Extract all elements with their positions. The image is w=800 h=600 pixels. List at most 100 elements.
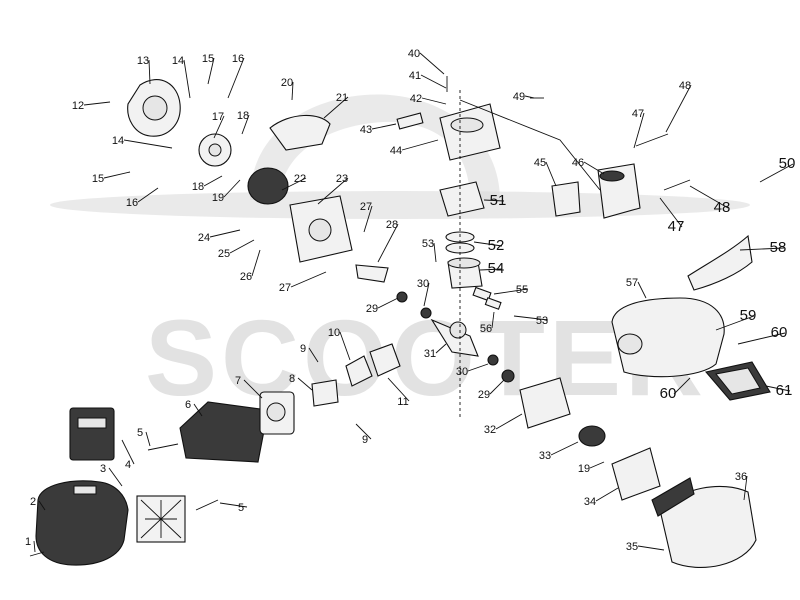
leader-line-20 <box>291 81 294 101</box>
callout-18: 18 <box>192 181 204 193</box>
leader-line-53 <box>513 315 549 321</box>
callout-58: 58 <box>770 239 787 256</box>
crankcase-right <box>519 377 571 429</box>
cylinder-gasket <box>439 181 485 217</box>
air-filter-cover <box>35 480 129 566</box>
leader-line-27 <box>363 205 373 233</box>
callout-35: 35 <box>626 541 638 553</box>
callout-31: 31 <box>424 348 436 360</box>
leader-line-40 <box>419 52 445 75</box>
callout-5: 5 <box>238 502 244 514</box>
leader-line-44 <box>401 139 439 151</box>
callout-41: 41 <box>409 70 421 82</box>
leader-line-5 <box>219 502 248 508</box>
bracket-58 <box>687 234 753 291</box>
leader-line-3 <box>108 467 123 487</box>
callout-13: 13 <box>137 55 149 67</box>
callout-32: 32 <box>484 424 496 436</box>
callout-20: 20 <box>281 77 293 89</box>
bearing-30a <box>420 307 432 319</box>
leader-line-48 <box>665 84 692 133</box>
leader-line-27 <box>290 271 327 288</box>
callout-3: 3 <box>100 463 106 475</box>
callout-5: 5 <box>137 427 143 439</box>
foam-filter <box>69 407 115 461</box>
leader-line-8 <box>297 377 313 391</box>
callout-15: 15 <box>202 53 214 65</box>
callout-36: 36 <box>735 471 747 483</box>
callout-1: 1 <box>25 536 31 548</box>
callout-46: 46 <box>572 157 584 169</box>
ignition-coil <box>269 114 331 151</box>
leader-line-52 <box>473 241 503 247</box>
callout-18: 18 <box>237 110 249 122</box>
leader-line-5 <box>145 431 151 447</box>
leader-line-41 <box>420 74 447 89</box>
piston-pin <box>472 286 492 302</box>
gasket-34 <box>611 447 661 501</box>
callout-24: 24 <box>198 232 210 244</box>
leader-line-54 <box>479 268 503 271</box>
callout-50: 50 <box>779 155 796 172</box>
leader-line-29 <box>377 297 399 309</box>
leader-line-9 <box>308 347 319 363</box>
leader-line-12 <box>83 101 111 106</box>
callout-59: 59 <box>740 307 757 324</box>
leader-line-48 <box>689 185 729 209</box>
leader-line-29 <box>489 379 505 395</box>
leader-line-60 <box>737 332 786 345</box>
leader-line-28 <box>377 223 399 263</box>
leader-line-46 <box>583 161 605 175</box>
callout-30: 30 <box>417 278 429 290</box>
leader-line-34 <box>595 487 619 502</box>
callout-34: 34 <box>584 496 596 508</box>
parts <box>29 76 771 568</box>
leader-line-42 <box>421 97 447 105</box>
callout-22: 22 <box>294 173 306 185</box>
callout-27: 27 <box>360 201 372 213</box>
callout-28: 28 <box>386 219 398 231</box>
callout-2: 2 <box>30 496 36 508</box>
leader-line-55 <box>493 288 529 295</box>
callout-44: 44 <box>390 145 402 157</box>
leader-line-45 <box>545 161 557 187</box>
leader-line-9 <box>355 423 372 440</box>
leader-line-14 <box>123 139 173 149</box>
leader-line-57 <box>637 281 647 299</box>
callout-17: 17 <box>212 111 224 123</box>
callout-30: 30 <box>456 366 468 378</box>
leader-line-16 <box>137 187 159 203</box>
gasket-11 <box>369 343 401 377</box>
leader-line-47 <box>659 197 683 228</box>
leader-line-19 <box>223 179 241 198</box>
bearing-30b <box>487 354 499 366</box>
bearing-29b <box>501 369 515 383</box>
leader-line-59 <box>715 315 755 331</box>
leader-line-4 <box>121 439 135 465</box>
leader-line-16 <box>227 57 245 99</box>
leader-line-58 <box>739 247 785 251</box>
leader-line-22 <box>281 177 307 191</box>
bracket-28 <box>355 264 389 283</box>
callout-9: 9 <box>362 434 368 446</box>
leader-line-36 <box>743 475 748 501</box>
callout-21: 21 <box>336 92 348 104</box>
heat-shield <box>551 181 581 217</box>
leader-line-25 <box>229 239 255 254</box>
leader-line-24 <box>209 229 241 238</box>
callout-29: 29 <box>366 303 378 315</box>
leader-line-51 <box>483 199 505 202</box>
leader-line-13 <box>148 59 151 85</box>
leader-line-21 <box>323 96 349 119</box>
callout-55: 55 <box>516 284 528 296</box>
leader-line-50 <box>759 163 794 183</box>
callout-6: 6 <box>185 399 191 411</box>
callout-53: 53 <box>422 238 434 250</box>
callout-57: 57 <box>626 277 638 289</box>
leader-line-53 <box>433 242 437 263</box>
callout-23: 23 <box>336 173 348 185</box>
callout-47: 47 <box>632 108 644 120</box>
callout-26: 26 <box>240 271 252 283</box>
